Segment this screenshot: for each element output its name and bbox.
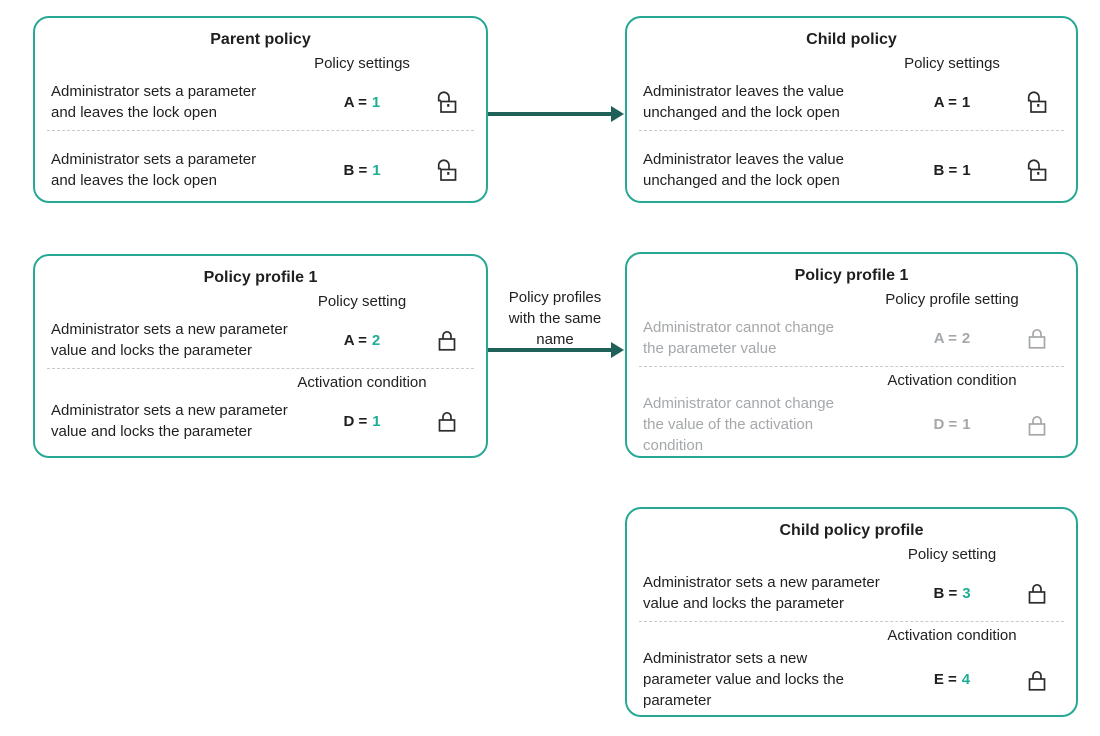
activation-condition-row: Administrator sets a new parameter value… bbox=[627, 648, 1076, 711]
section-label-activation-condition: Activation condition bbox=[887, 372, 1017, 389]
policy-setting-row-a: Administrator leaves the value unchanged… bbox=[627, 76, 1076, 128]
closed-lock-icon bbox=[1026, 581, 1048, 605]
row-description: Administrator leaves the value unchanged… bbox=[643, 151, 844, 189]
arrow-profile-to-profile bbox=[488, 342, 624, 358]
box-title-child-policy: Child policy bbox=[806, 31, 897, 48]
policy-profile-setting-row: Administrator cannot change the paramete… bbox=[627, 312, 1076, 364]
parent-policy-box: Parent policy Policy settings Administra… bbox=[33, 16, 488, 203]
closed-lock-icon bbox=[1026, 668, 1048, 692]
box-title-child-policy-profile: Child policy profile bbox=[779, 522, 924, 539]
section-label-policy-setting: Policy setting bbox=[907, 546, 997, 563]
closed-lock-icon bbox=[1026, 326, 1048, 350]
parameter-value: B =1 bbox=[343, 161, 381, 179]
box-title-policy-profile-1: Policy profile 1 bbox=[794, 267, 909, 284]
row-description: Administrator cannot change the value of… bbox=[643, 395, 834, 454]
arrow-label-policy-profiles: Policy profiles with the same name bbox=[508, 289, 602, 348]
row-description: Administrator cannot change the paramete… bbox=[643, 319, 834, 357]
parameter-value: A =1 bbox=[343, 93, 381, 111]
section-label-activation-condition: Activation condition bbox=[887, 627, 1017, 644]
parameter-value: D =1 bbox=[933, 416, 971, 433]
section-label-policy-profile-setting: Policy profile setting bbox=[885, 291, 1019, 308]
open-lock-icon bbox=[436, 90, 458, 114]
section-label-row: Policy setting bbox=[35, 290, 486, 314]
policy-setting-row-a: Administrator sets a parameter and leave… bbox=[35, 76, 486, 128]
row-description: Administrator sets a parameter and leave… bbox=[51, 151, 257, 189]
arrowhead-icon bbox=[611, 106, 624, 122]
child-policy-profile-box: Child policy profile Policy setting Admi… bbox=[625, 507, 1078, 717]
dashed-divider bbox=[47, 368, 474, 369]
box-title-parent-policy: Parent policy bbox=[210, 31, 311, 48]
parameter-value: D =1 bbox=[343, 412, 381, 430]
closed-lock-icon bbox=[1026, 413, 1048, 437]
section-label-policy-setting: Policy setting bbox=[317, 293, 407, 310]
policy-profile-1-inherited-box: Policy profile 1 Policy profile setting … bbox=[625, 252, 1078, 458]
section-label-row: Policy profile setting bbox=[627, 288, 1076, 312]
section-label-activation-condition: Activation condition bbox=[297, 374, 427, 391]
row-description: Administrator sets a new parameter value… bbox=[643, 574, 880, 612]
policy-setting-row-b: Administrator sets a parameter and leave… bbox=[35, 133, 486, 207]
policy-setting-row: Administrator sets a new parameter value… bbox=[35, 314, 486, 366]
section-label-policy-settings: Policy settings bbox=[904, 55, 1000, 72]
dashed-divider bbox=[639, 130, 1064, 131]
row-description: Administrator sets a new parameter value… bbox=[643, 650, 844, 709]
parameter-value: A =1 bbox=[933, 93, 971, 111]
section-label-row: Activation condition bbox=[35, 371, 486, 395]
policy-profile-1-box: Policy profile 1 Policy setting Administ… bbox=[33, 254, 488, 458]
row-description: Administrator leaves the value unchanged… bbox=[643, 83, 844, 121]
parameter-value: B =3 bbox=[933, 584, 971, 602]
section-label-policy-settings: Policy settings bbox=[314, 55, 410, 72]
section-label-row: Activation condition bbox=[627, 369, 1076, 393]
closed-lock-icon bbox=[436, 328, 458, 352]
open-lock-icon bbox=[1026, 158, 1048, 182]
box-title-policy-profile-1: Policy profile 1 bbox=[203, 269, 318, 286]
policy-setting-row-b: Administrator leaves the value unchanged… bbox=[627, 133, 1076, 207]
closed-lock-icon bbox=[436, 409, 458, 433]
parameter-value: A =2 bbox=[933, 329, 971, 347]
arrowhead-icon bbox=[611, 342, 624, 358]
row-description: Administrator sets a new parameter value… bbox=[51, 402, 288, 440]
child-policy-box: Child policy Policy settings Administrat… bbox=[625, 16, 1078, 203]
arrow-parent-to-child bbox=[488, 106, 624, 122]
activation-condition-row: Administrator cannot change the value of… bbox=[627, 393, 1076, 456]
section-label-row: Activation condition bbox=[627, 624, 1076, 648]
policy-setting-row: Administrator sets a new parameter value… bbox=[627, 567, 1076, 619]
open-lock-icon bbox=[436, 158, 458, 182]
row-description: Administrator sets a new parameter value… bbox=[51, 321, 288, 359]
activation-condition-row: Administrator sets a new parameter value… bbox=[35, 395, 486, 447]
section-label-row: Policy setting bbox=[627, 543, 1076, 567]
dashed-divider bbox=[639, 366, 1064, 367]
dashed-divider bbox=[47, 130, 474, 131]
dashed-divider bbox=[639, 621, 1064, 622]
parameter-value: A =2 bbox=[343, 331, 381, 349]
parameter-value: E =4 bbox=[933, 671, 971, 688]
section-label-row: Policy settings bbox=[627, 52, 1076, 76]
section-label-row: Policy settings bbox=[35, 52, 486, 76]
row-description: Administrator sets a parameter and leave… bbox=[51, 83, 257, 121]
parameter-value: B =1 bbox=[933, 161, 971, 179]
open-lock-icon bbox=[1026, 90, 1048, 114]
